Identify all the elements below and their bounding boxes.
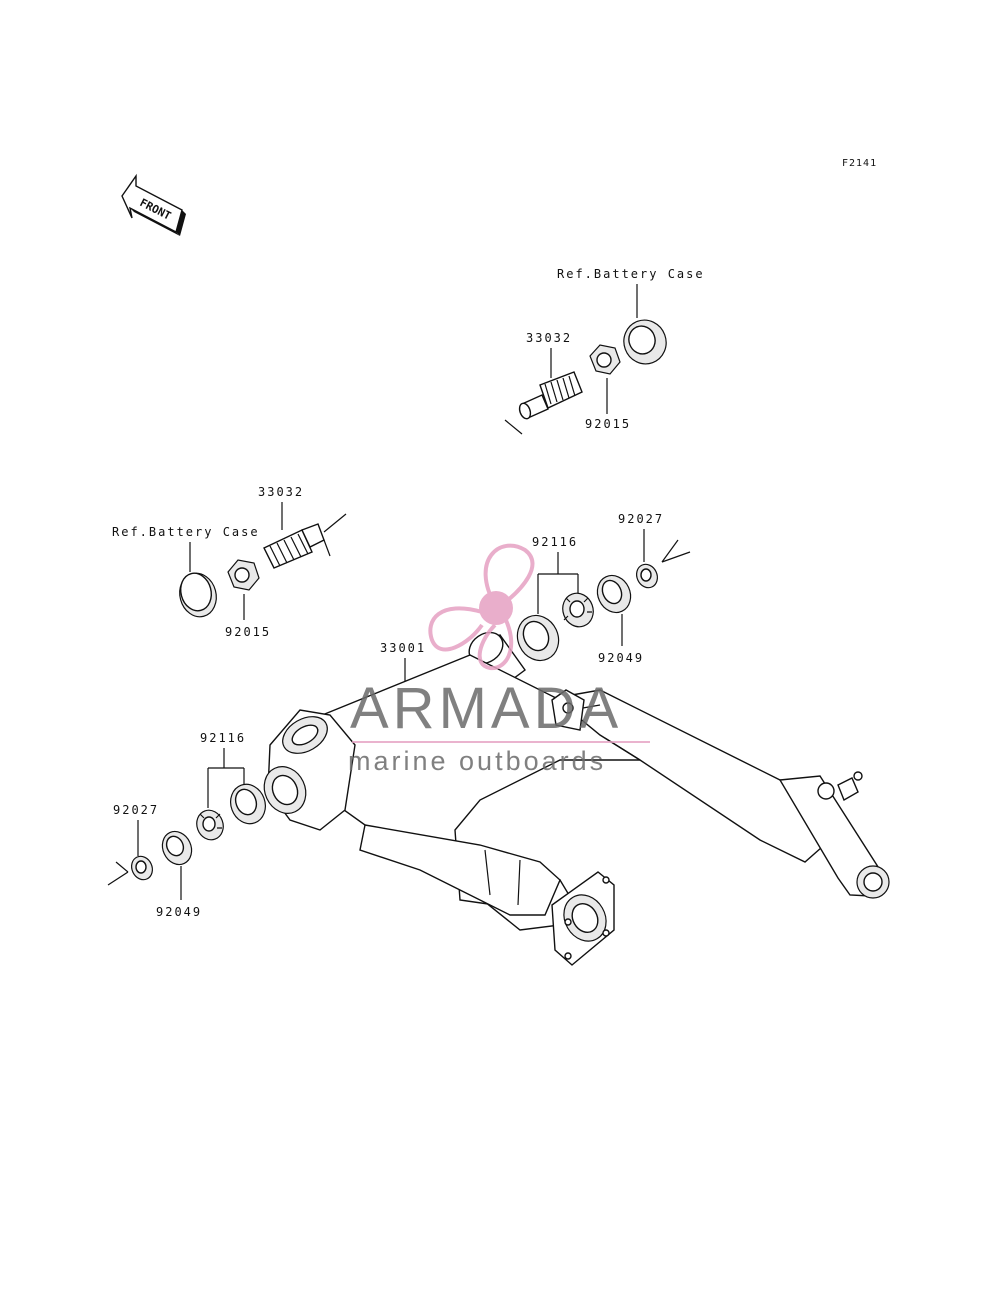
front-arrow-icon: FRONT: [121, 173, 186, 236]
figure-code: F2141: [842, 158, 877, 169]
washer-92027-right: [636, 563, 658, 589]
callout-ref-battery-case-left: Ref.Battery Case: [112, 525, 260, 539]
callout-33032-left: 33032: [258, 485, 304, 499]
callout-92027-left: 92027: [113, 803, 159, 817]
seal-92049-left: [161, 830, 193, 866]
callout-92015-left: 92015: [225, 625, 271, 639]
watermark-logo: ARMADA marine outboards: [348, 543, 650, 776]
battery-case-cap-left: [179, 572, 217, 618]
nut-92015-left: [227, 559, 260, 591]
watermark-subtitle: marine outboards: [348, 746, 606, 776]
watermark-title: ARMADA: [350, 676, 622, 741]
bearing-92116-right: [516, 614, 560, 662]
castle-nut-left: [196, 809, 224, 841]
pivot-shaft-top: [518, 371, 583, 420]
callout-33001: 33001: [380, 641, 426, 655]
propeller-icon: [428, 543, 535, 671]
callout-92116-left: 92116: [200, 731, 246, 745]
battery-case-ring-top: [623, 319, 667, 365]
washer-92027-left: [131, 855, 153, 881]
callout-33032-top: 33032: [526, 331, 572, 345]
callout-ref-battery-case-top: Ref.Battery Case: [557, 267, 705, 281]
swingarm-33001: [263, 631, 890, 966]
callout-92049-right: 92049: [598, 651, 644, 665]
castle-nut-right: [562, 592, 594, 628]
callout-92015-top: 92015: [585, 417, 631, 431]
callout-92049-left: 92049: [156, 905, 202, 919]
bearing-92116-left: [230, 783, 266, 825]
nut-92015-top: [589, 344, 621, 375]
pivot-shaft-left: [263, 523, 325, 569]
callout-92116-right: 92116: [532, 535, 578, 549]
seal-92049-right: [596, 574, 632, 614]
callout-92027-right: 92027: [618, 512, 664, 526]
